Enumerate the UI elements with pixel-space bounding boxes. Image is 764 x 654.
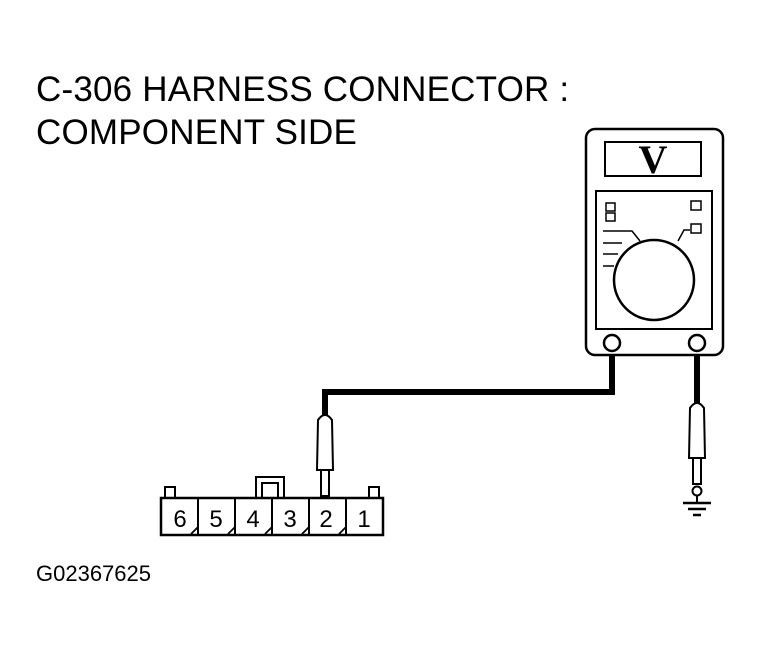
ground-icon: [683, 495, 711, 517]
pin-label-5: 5: [209, 506, 222, 533]
positive-probe: [687, 402, 707, 497]
pin-label-2: 2: [319, 506, 332, 533]
harness-connector: 6 5 4 3 2 1: [159, 476, 385, 537]
mode-indicator-icon: [605, 212, 616, 222]
pin-label-6: 6: [173, 506, 186, 533]
negative-probe: [315, 414, 335, 497]
volt-jack-icon: [687, 333, 707, 353]
dial-scale-marks: [603, 229, 690, 267]
mode-indicator-icon: [605, 202, 616, 212]
connector-latch: [368, 486, 380, 499]
multimeter-display: [604, 141, 702, 177]
diagram-title: C-306 HARNESS CONNECTOR : COMPONENT SIDE: [36, 68, 569, 154]
title-line-2: COMPONENT SIDE: [36, 113, 358, 152]
pin-label-1: 1: [357, 506, 370, 533]
pin-label-4: 4: [246, 506, 259, 533]
pin-label-3: 3: [283, 506, 296, 533]
negative-lead-wire: [322, 352, 615, 418]
meter-unit-label: V: [639, 137, 668, 182]
probe-handle: [687, 402, 707, 459]
selector-dial-icon: [612, 238, 696, 322]
terminal-marks: [190, 526, 347, 535]
probe-tip: [692, 457, 702, 485]
multimeter: V: [584, 127, 725, 357]
probe-handle: [315, 414, 335, 471]
mode-indicator-icon: [690, 200, 702, 211]
title-line-1: C-306 HARNESS CONNECTOR :: [36, 70, 570, 109]
connector-cell-dividers: [197, 498, 347, 535]
mode-indicator-icon: [690, 223, 702, 234]
connector-lock-tab: [255, 476, 285, 498]
probe-tip: [320, 469, 330, 497]
com-jack-icon: [602, 333, 622, 353]
figure-id: G02367625: [36, 561, 151, 586]
connector-latch: [164, 486, 176, 499]
probe-clip: [691, 485, 703, 497]
